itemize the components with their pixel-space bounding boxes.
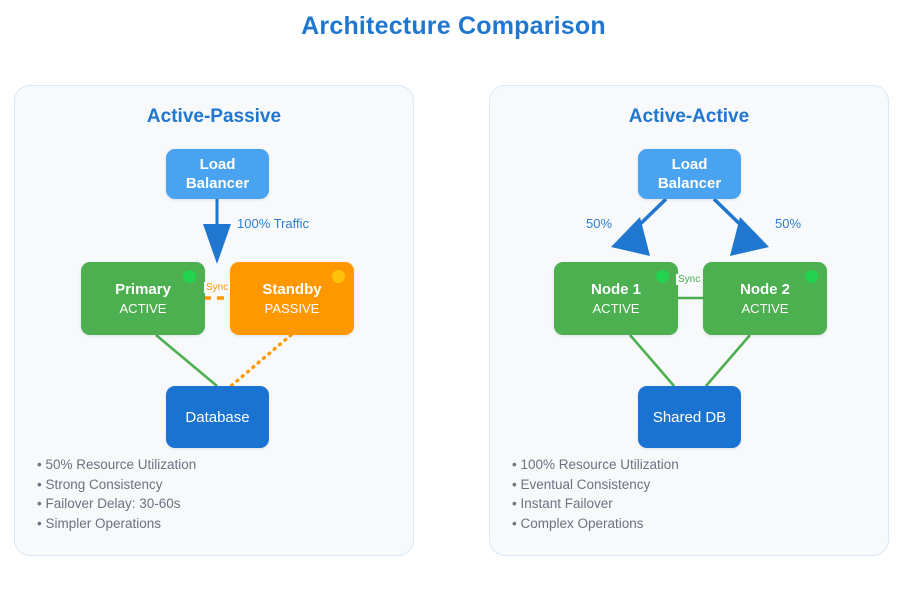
node-2-name: Node 2 [739,281,790,298]
load-balancer-label-left: Load Balancer [185,156,250,192]
node-standby-state: PASSIVE [264,301,320,316]
node-primary[interactable]: Primary ACTIVE [81,262,205,335]
list-item: • Failover Delay: 30-60s [37,496,181,511]
load-balancer-label-right: Load Balancer [657,156,722,192]
status-dot-icon-node-1 [656,270,669,283]
status-dot-icon-node-2 [805,270,818,283]
panel-active-active: Active-Active Load Balancer 50% 50% Node… [489,85,889,556]
node-1[interactable]: Node 1 ACTIVE [554,262,678,335]
node-1-state: ACTIVE [592,301,640,316]
node-standby[interactable]: Standby PASSIVE [230,262,354,335]
traffic-label-left: 100% Traffic [237,216,310,231]
list-item: • 50% Resource Utilization [37,457,197,472]
database-box-left[interactable]: Database [166,386,269,448]
database-label-left: Database [185,408,250,426]
page-title: Architecture Comparison [301,12,606,40]
traffic-label-right-right: 50% [775,216,802,231]
load-balancer-box-left[interactable]: Load Balancer [166,149,269,199]
node-2[interactable]: Node 2 ACTIVE [703,262,827,335]
list-item: • Simpler Operations [37,515,162,531]
node-primary-name: Primary [115,281,171,298]
database-box-right[interactable]: Shared DB [638,386,741,448]
list-item: • Instant Failover [512,496,613,511]
list-item: • Complex Operations [512,515,644,531]
panel-title-active-active: Active-Active [628,106,750,127]
node-2-state: ACTIVE [741,301,789,316]
list-item: • 100% Resource Utilization [512,457,679,472]
node-standby-name: Standby [262,281,322,298]
node-1-name: Node 1 [590,281,641,298]
panel-title-active-passive: Active-Passive [146,106,282,127]
sync-label-right: Sync [676,274,703,285]
feature-list-active-active: • 100% Resource Utilization • Eventual C… [512,455,852,533]
database-label-right: Shared DB [652,408,727,426]
list-item: • Eventual Consistency [512,476,651,492]
status-dot-icon-primary [183,270,196,283]
feature-list-active-passive: • 50% Resource Utilization • Strong Cons… [37,455,377,533]
panel-active-passive: Active-Passive Load Balancer 100% Traffi… [14,85,414,556]
traffic-label-right-left: 50% [586,216,613,231]
sync-label-left: Sync [204,282,231,293]
node-primary-state: ACTIVE [119,301,167,316]
status-dot-icon-standby [332,270,345,283]
load-balancer-box-right[interactable]: Load Balancer [638,149,741,199]
list-item: • Strong Consistency [37,476,163,492]
